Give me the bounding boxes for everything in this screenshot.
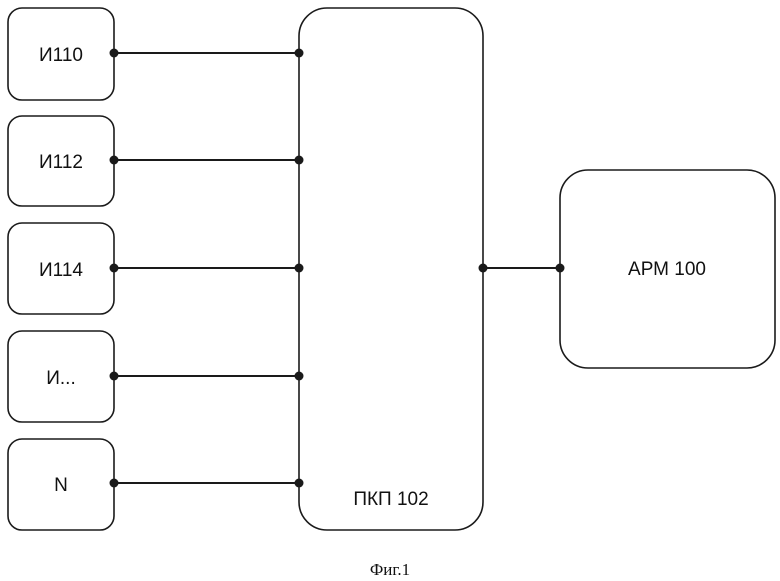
panel-box [299,8,483,530]
sensor-node-3: И114 [8,223,114,314]
sensor-node-5: N [8,439,114,530]
junction-dot [295,479,304,488]
sensor-node-1: И110 [8,8,114,100]
junction-dot [295,372,304,381]
panel-node: ПКП 102 [299,8,483,530]
panel-label: ПКП 102 [353,489,428,510]
junction-dot [110,479,119,488]
sensor-node-4: И... [8,331,114,422]
sensor-label: И112 [39,152,83,173]
sensor-node-2: И112 [8,116,114,206]
junction-dot [556,264,565,273]
junction-dot [479,264,488,273]
workstation-label: АРМ 100 [628,259,706,280]
junction-dot [110,49,119,58]
junction-dot [295,264,304,273]
junction-dot [295,156,304,165]
sensor-label: И... [46,368,76,389]
junction-dot [110,372,119,381]
figure-caption: Фиг.1 [370,560,410,579]
junction-dot [295,49,304,58]
sensor-label: N [54,475,68,496]
sensor-label: И114 [39,260,83,281]
sensor-label: И110 [39,45,83,66]
junction-dot [110,156,119,165]
workstation-node: АРМ 100 [560,170,775,368]
junction-dot [110,264,119,273]
